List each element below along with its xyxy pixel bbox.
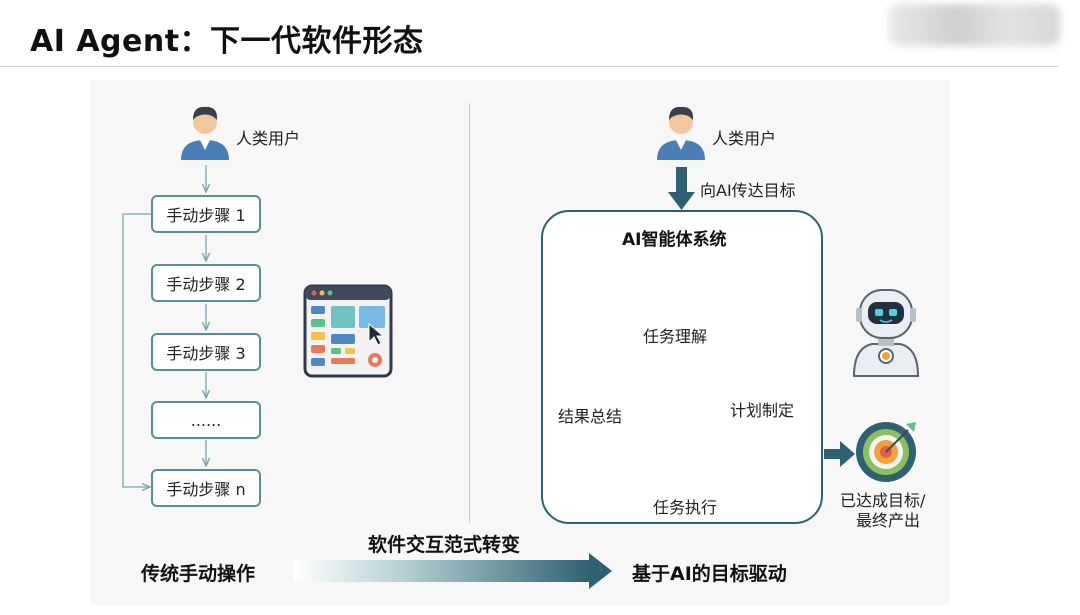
page-title: AI Agent：下一代软件形态 <box>30 24 424 59</box>
left-user-label: 人类用户 <box>236 129 301 148</box>
cycle-label-summarize: 结果总结 <box>558 407 623 426</box>
manual-step-2: 手动步骤 2 <box>151 264 261 302</box>
manual-step-3: 手动步骤 3 <box>151 333 261 371</box>
cycle-label-execute: 任务执行 <box>653 498 718 517</box>
paradigm-shift-label: 软件交互范式转变 <box>368 534 521 556</box>
output-arrow <box>824 441 855 467</box>
goal-label: 向AI传达目标 <box>700 181 796 200</box>
ai-goal-driven-label: 基于AI的目标驱动 <box>632 563 787 585</box>
blurred-logo <box>888 4 1060 46</box>
manual-step-n: 手动步骤 n <box>151 469 261 507</box>
user-icon-left <box>181 106 229 160</box>
cycle-label-plan: 计划制定 <box>730 401 795 420</box>
result-label-line1: 已达成目标/ <box>840 491 926 510</box>
user-icon-right <box>657 106 705 160</box>
manual-step-ellipsis: ...... <box>151 401 261 439</box>
right-user-label: 人类用户 <box>712 129 777 148</box>
cycle-label-understand: 任务理解 <box>643 327 708 346</box>
result-label-line2: 最终产出 <box>856 511 921 530</box>
robot-icon <box>852 289 920 377</box>
ai-agent-system-box <box>541 210 823 524</box>
traditional-manual-label: 传统手动操作 <box>141 563 256 585</box>
goal-arrow <box>668 167 695 210</box>
center-divider <box>469 103 470 523</box>
app-window-icon <box>303 284 393 378</box>
header-divider <box>0 66 1058 67</box>
transition-arrow <box>293 553 612 589</box>
ai-system-title: AI智能体系统 <box>622 230 727 250</box>
target-icon <box>856 422 916 482</box>
step-connectors <box>122 165 206 487</box>
manual-step-1: 手动步骤 1 <box>151 195 261 233</box>
